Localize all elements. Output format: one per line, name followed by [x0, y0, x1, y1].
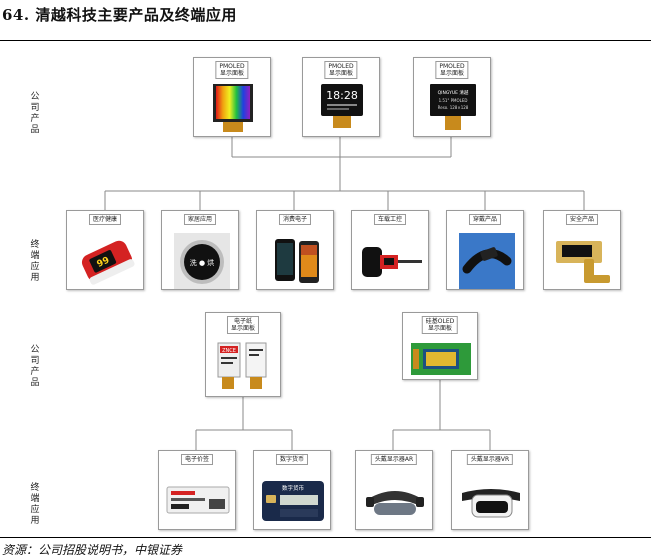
ar-headset-image — [366, 491, 424, 515]
app-caption: 穿戴产品 — [468, 214, 502, 225]
app-card-consumer: 消费电子 — [256, 210, 334, 290]
clock-oled-image: 18:28 — [321, 84, 363, 128]
side-label-apps-bottom: 终端应用 — [30, 483, 40, 526]
bottom-rule — [0, 537, 651, 538]
home-appliance-knob-image: 洗 ● 烘 — [174, 233, 230, 289]
product-card-epaper: 电子纸显示面板 ZNCE — [205, 312, 281, 397]
oximeter-screen-text: 99 — [96, 256, 112, 270]
side-label-products-top: 公司产品 — [30, 92, 40, 135]
app-caption: 消费电子 — [278, 214, 312, 225]
app-card-security: 安全产品 — [543, 210, 621, 290]
smart-lock-image — [556, 241, 610, 283]
smart-band-image — [459, 233, 515, 289]
card-title-text: 数字货币 — [282, 484, 305, 492]
app-caption: 家居应用 — [183, 214, 217, 225]
side-label-apps-top: 终端应用 — [30, 240, 40, 283]
app-card-ar-headset: 头戴显示器AR — [355, 450, 433, 530]
figure-title: 64. 清越科技主要产品及终端应用 — [2, 6, 237, 24]
app-caption: 头戴显示器AR — [370, 454, 418, 465]
digital-currency-card-image: 数字货币 — [262, 481, 324, 521]
mono-oled-image: QINGYUE 清越 1.51" PMOLED Reso. 128×128 — [430, 84, 476, 130]
app-card-home: 家居应用 洗 ● 烘 — [161, 210, 239, 290]
app-card-esl: 电子价签 — [158, 450, 236, 530]
smartphone-image — [275, 239, 319, 283]
mono-screen-line2: 1.51" PMOLED — [439, 98, 468, 103]
app-caption: 数字货币 — [275, 454, 309, 465]
app-card-vehicle: 车载工控 — [351, 210, 429, 290]
pulse-oximeter-image: 99 — [81, 240, 135, 285]
vr-headset-image — [462, 489, 520, 518]
app-card-digital-currency: 数字货币 数字货币 — [253, 450, 331, 530]
epaper-panel-image: ZNCE — [217, 342, 267, 389]
micro-oled-board-image — [411, 343, 471, 375]
app-caption: 医疗健康 — [88, 214, 122, 225]
product-caption: 电子纸显示面板 — [226, 316, 260, 334]
color-oled-image — [213, 84, 253, 132]
epaper-tag-text: ZNCE — [222, 348, 236, 354]
industrial-device-image — [362, 247, 422, 277]
app-card-medical: 医疗健康 99 — [66, 210, 144, 290]
mono-screen-line1: QINGYUE 清越 — [438, 89, 469, 96]
electronic-shelf-label-image — [166, 486, 230, 514]
source-note: 资源：公司招股说明书，中银证券 — [2, 543, 183, 557]
app-caption: 电子价签 — [180, 454, 214, 465]
clock-screen-text: 18:28 — [326, 89, 358, 102]
app-caption: 头戴显示器VR — [466, 454, 514, 465]
app-caption: 安全产品 — [565, 214, 599, 225]
app-card-vr-headset: 头戴显示器VR — [451, 450, 529, 530]
top-rule — [0, 40, 651, 41]
knob-screen-text: 洗 ● 烘 — [190, 258, 215, 267]
app-caption: 车载工控 — [373, 214, 407, 225]
side-label-products-bottom: 公司产品 — [30, 345, 40, 388]
app-card-wearable: 穿戴产品 — [446, 210, 524, 290]
mono-screen-line3: Reso. 128×128 — [438, 105, 469, 110]
